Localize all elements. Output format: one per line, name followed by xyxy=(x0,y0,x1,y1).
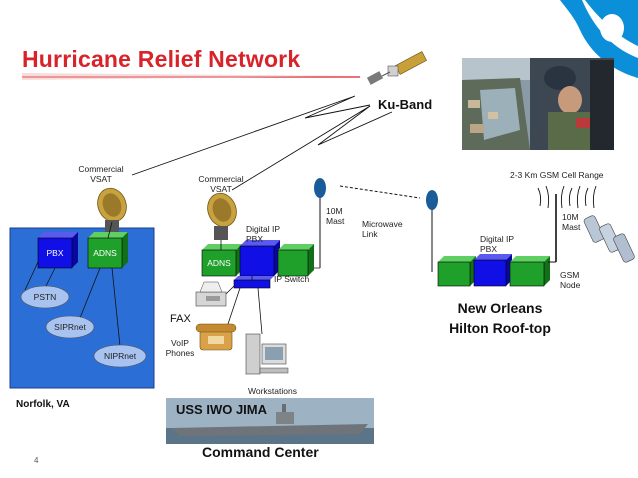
satellite-icon xyxy=(366,51,427,85)
pstn-label: PSTN xyxy=(33,292,57,302)
norfolk-adns-label: ADNS xyxy=(93,248,117,258)
ship-photo xyxy=(166,398,374,444)
ship-pbx-extension-box xyxy=(277,244,314,277)
ship-adns-label: ADNS xyxy=(207,258,231,268)
norfolk-pbx-box xyxy=(37,232,78,269)
norfolk-link-lines xyxy=(24,221,121,347)
page-number: 4 xyxy=(34,456,39,465)
voip-phones-label: VoIP Phones xyxy=(165,338,195,358)
hilton-rooftop-label: Hilton Roof-top xyxy=(449,320,551,336)
microwave-link-label: Microwave Link xyxy=(362,219,403,239)
microwave-link-line xyxy=(339,185,421,199)
workstation-computer-icon xyxy=(245,333,289,375)
new-orleans-digital-pbx-label: Digital IP PBX xyxy=(480,234,514,254)
ip-switch-label: IP Switch xyxy=(274,274,310,284)
fax-label: FAX xyxy=(170,313,191,325)
satellite-link-lines xyxy=(131,95,393,191)
ship-link-lines xyxy=(219,240,263,335)
title-underline xyxy=(22,73,360,80)
voip-phone-icon xyxy=(195,323,237,351)
siprnet-label: SIPRnet xyxy=(54,322,86,332)
siprnet-oval xyxy=(45,315,95,339)
ship-vsat-label: Commercial VSAT xyxy=(198,174,244,194)
new-orleans-gsm-node-box xyxy=(509,256,550,287)
ship-adns-box xyxy=(201,244,242,277)
gsm-node-label: GSM Node xyxy=(560,270,581,290)
ship-digital-pbx-label: Digital IP PBX xyxy=(246,224,280,244)
page-title: Hurricane Relief Network xyxy=(22,46,301,72)
norfolk-location-label: Norfolk, VA xyxy=(16,399,70,410)
gsm-range-arcs xyxy=(537,185,597,209)
niprnet-oval xyxy=(93,344,147,368)
norfolk-adns-box xyxy=(87,232,128,269)
new-orleans-mast-antenna-icon xyxy=(426,190,438,272)
ship-mast-label: 10M Mast xyxy=(326,206,345,226)
cell-phones-icon xyxy=(583,215,635,263)
ship-vsat-dish-icon xyxy=(207,192,237,240)
command-center-label: Command Center xyxy=(202,444,319,460)
norfolk-vsat-dish-icon xyxy=(97,187,127,234)
ship-name-label: USS IWO JIMA xyxy=(176,402,268,417)
niprnet-label: NIPRnet xyxy=(103,351,137,361)
norfolk-vsat-label: Commercial VSAT xyxy=(78,164,124,184)
gsm-range-label: 2-3 Km GSM Cell Range xyxy=(510,170,604,180)
corporate-logo-icon xyxy=(560,0,638,78)
satellite-label: Ku-Band xyxy=(378,97,433,112)
gsm-mast-icon xyxy=(548,194,557,263)
ship-digital-pbx-box xyxy=(239,240,280,277)
workstations-label: Workstations xyxy=(248,386,297,396)
fax-machine-icon xyxy=(195,281,227,307)
new-orleans-mast-label: 10M Mast xyxy=(562,212,581,232)
flood-photo xyxy=(462,58,614,150)
ship-mast-antenna-icon xyxy=(314,178,326,269)
norfolk-pbx-label: PBX xyxy=(46,248,64,258)
pstn-oval xyxy=(20,285,70,309)
new-orleans-digital-pbx-box xyxy=(473,254,512,287)
new-orleans-location-label: New Orleans xyxy=(457,300,543,316)
ip-switch-box xyxy=(233,276,274,289)
new-orleans-green-box-left xyxy=(437,256,476,287)
